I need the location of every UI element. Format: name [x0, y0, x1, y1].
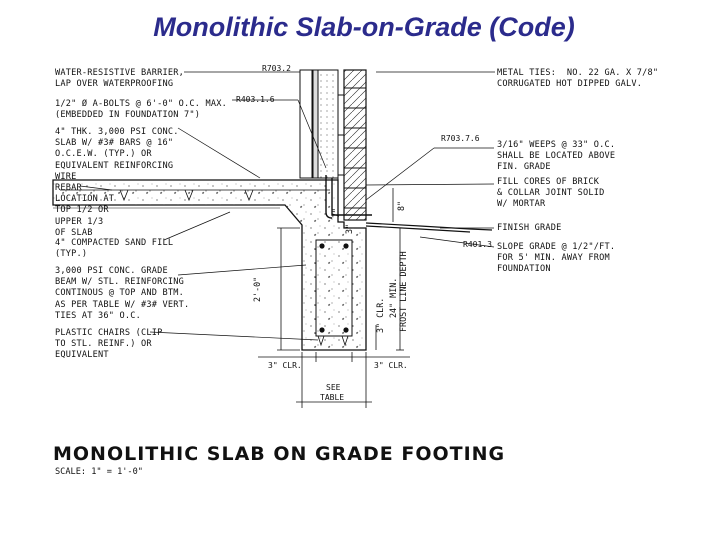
finish-grade	[365, 222, 493, 233]
dim-eight: 8"	[396, 200, 406, 211]
dim-min-depth: 24" MIN.	[388, 277, 398, 318]
note-sand-fill: 4" COMPACTED SAND FILL (TYP.)	[55, 238, 174, 260]
dim-depth: 2'-0"	[252, 276, 262, 302]
note-rebar-location: REBAR LOCATION AT TOP 1/2 OR UPPER 1/3 O…	[55, 183, 115, 238]
dim-clr-right: 3" CLR.	[374, 361, 408, 370]
dim-table: TABLE	[320, 393, 345, 402]
flashing	[331, 178, 372, 216]
note-fill-cores: FILL CORES OF BRICK & COLLAR JOINT SOLID…	[497, 177, 605, 210]
dim-seven: 7"	[331, 207, 341, 218]
note-anchor-bolts: 1/2" Ø A-BOLTS @ 6'-0" O.C. MAX. (EMBEDD…	[55, 99, 227, 121]
page-title: Monolithic Slab-on-Grade (Code)	[153, 12, 575, 42]
note-slope-grade: SLOPE GRADE @ 1/2"/FT. FOR 5' MIN. AWAY …	[497, 242, 616, 275]
dim-clr-left: 3" CLR.	[268, 361, 302, 370]
dim-clr-vertical: 3" CLR.	[375, 297, 385, 333]
dim-see: SEE	[326, 383, 341, 392]
code-ref-r703-7-6: R703.7.6	[441, 134, 480, 143]
code-ref-r403-1-6: R403.1.6	[236, 95, 275, 104]
code-ref-r703-2: R703.2	[262, 64, 291, 73]
dim-three: 3"	[344, 223, 354, 234]
leader-lines	[79, 71, 495, 341]
note-metal-ties: METAL TIES: NO. 22 GA. X 7/8" CORRUGATED…	[497, 68, 659, 90]
detail-heading: MONOLITHIC SLAB ON GRADE FOOTING	[53, 443, 506, 465]
dimension-lines	[258, 188, 410, 408]
note-grade-beam: 3,000 PSI CONC. GRADE BEAM W/ STL. REINF…	[55, 266, 190, 321]
note-concrete-slab: 4" THK. 3,000 PSI CONC. SLAB W/ #3# BARS…	[55, 127, 179, 182]
dim-frost-line: FROST LINE DEPTH	[398, 251, 408, 332]
code-ref-r401-3: R401.3	[463, 240, 492, 249]
detail-scale: SCALE: 1" = 1'-0"	[55, 467, 143, 477]
note-weeps: 3/16" WEEPS @ 33" O.C. SHALL BE LOCATED …	[497, 140, 616, 173]
note-water-resistive-barrier: WATER-RESISTIVE BARRIER, LAP OVER WATERP…	[55, 68, 184, 90]
note-finish-grade: FINISH GRADE	[497, 223, 562, 233]
note-plastic-chairs: PLASTIC CHAIRS (CLIP TO STL. REINF.) OR …	[55, 328, 163, 361]
